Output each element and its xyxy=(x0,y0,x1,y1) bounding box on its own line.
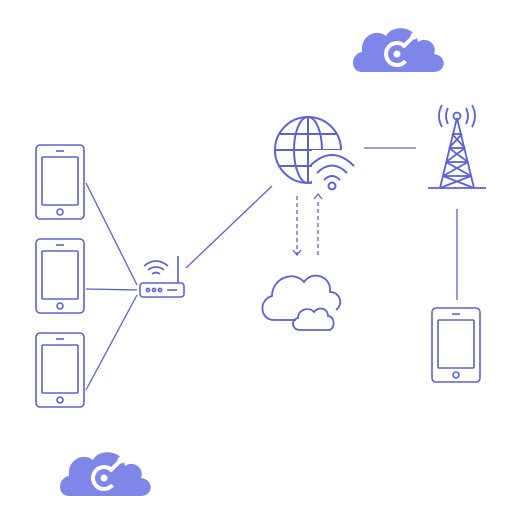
tablet-3 xyxy=(35,332,85,408)
wifi-router-icon xyxy=(139,256,185,298)
tablet-2 xyxy=(35,238,85,314)
cloud-logo-bottom xyxy=(60,452,151,496)
globe-wifi-icon xyxy=(274,116,355,191)
link-router-globe xyxy=(185,185,273,269)
arrow-up-head xyxy=(313,192,323,200)
tablet-icon xyxy=(35,332,85,408)
tablet-icon xyxy=(35,238,85,314)
globe xyxy=(274,116,355,191)
sync-arrows xyxy=(292,192,323,258)
cloud-icon xyxy=(261,274,342,331)
link-tablet3-router xyxy=(85,294,138,391)
router xyxy=(139,256,185,298)
arrow-down-head xyxy=(292,249,302,257)
tablet-icon xyxy=(35,144,85,220)
link-tablet1-router xyxy=(85,182,138,286)
cell-tower xyxy=(428,104,486,189)
tablet-mobile xyxy=(431,307,481,383)
cloud-logo-icon xyxy=(353,28,444,72)
cloud-logo-icon xyxy=(60,452,151,496)
cloud-logo-top xyxy=(353,28,444,72)
tablet-1 xyxy=(35,144,85,220)
connection-lines xyxy=(85,147,458,391)
tablet-icon xyxy=(431,307,481,383)
cell-tower-icon xyxy=(428,104,486,189)
cloud xyxy=(261,274,342,331)
link-tablet2-router xyxy=(85,288,138,291)
